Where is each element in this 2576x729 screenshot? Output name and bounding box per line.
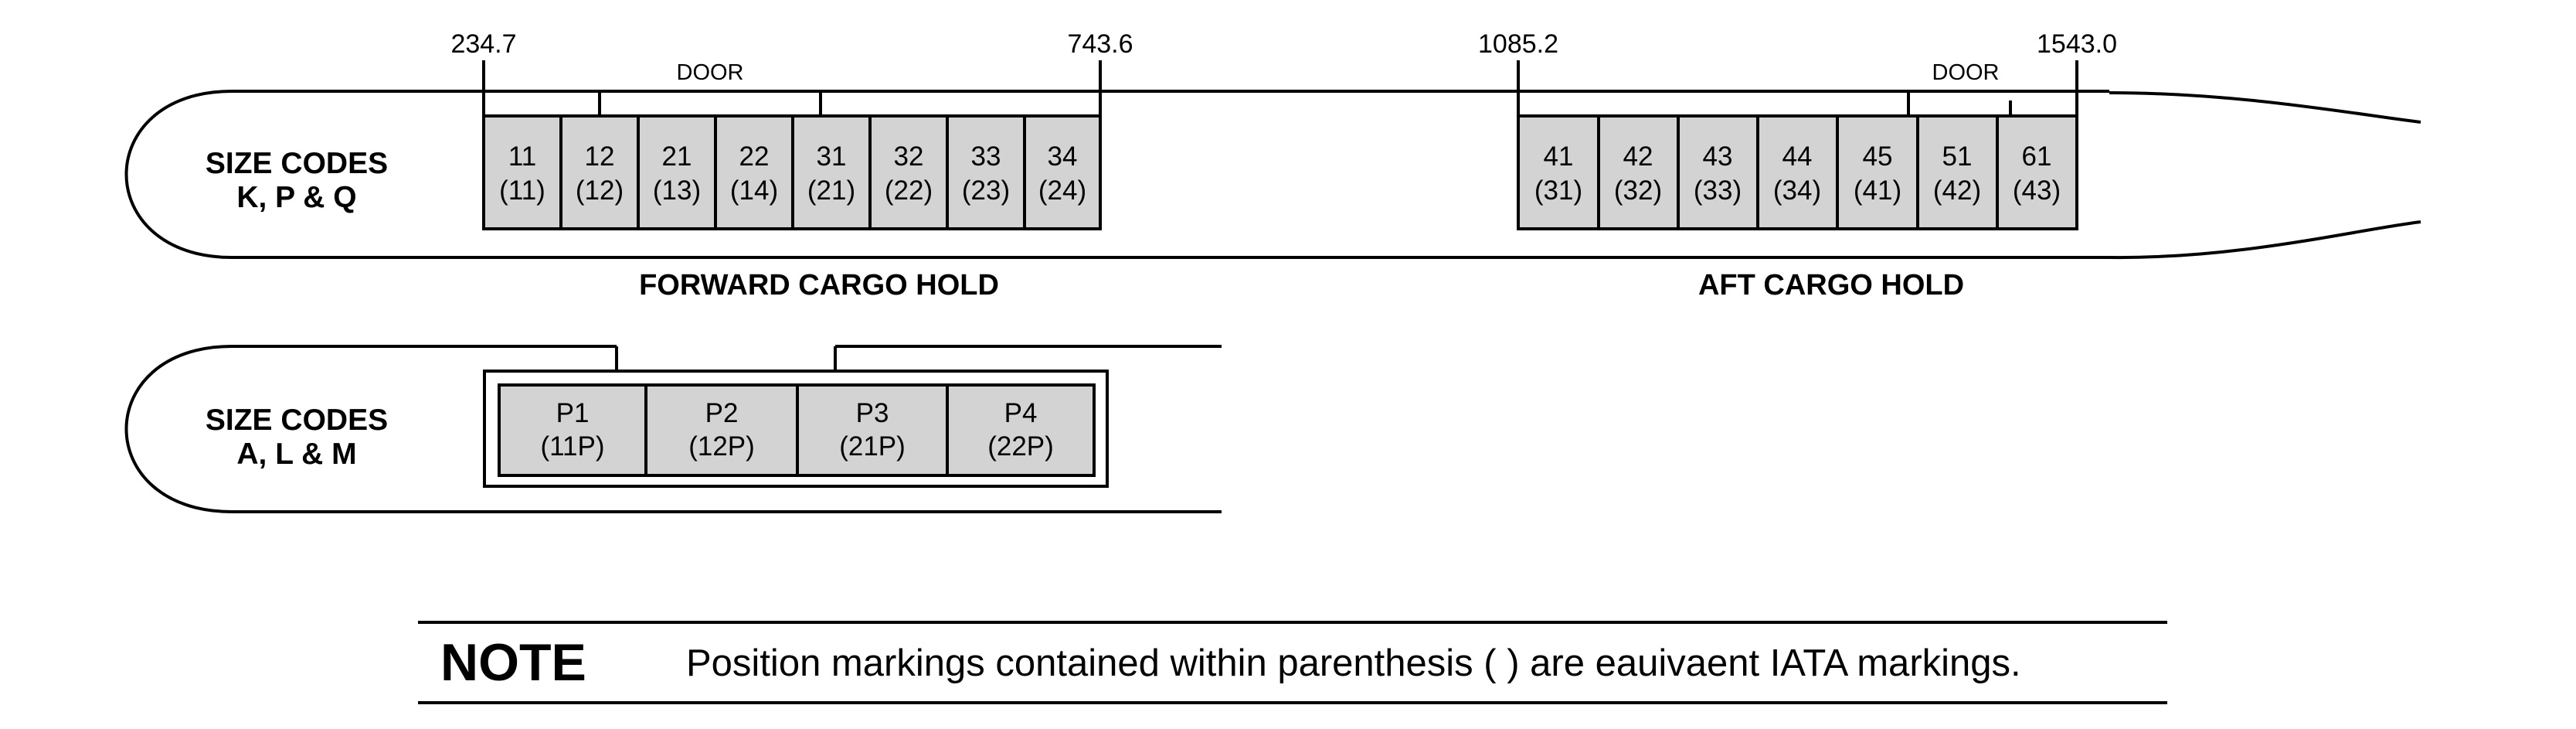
aft-cell xyxy=(1916,114,1999,230)
aft-cell xyxy=(1996,114,2078,230)
pallet-cell-code: P1 xyxy=(556,398,590,428)
aft-cell xyxy=(1677,114,1759,230)
forward-door-label: DOOR xyxy=(677,60,744,85)
forward-hold-label: FORWARD CARGO HOLD xyxy=(639,269,999,301)
pallet-cell xyxy=(644,383,799,477)
forward-cell-labels: 11 (11) 12 (12) 21 (13) 22 (14) 31 (21) … xyxy=(499,141,1086,206)
forward-cell-iata: (11) xyxy=(499,175,545,206)
upper-fuselage-tail-top xyxy=(2109,91,2421,124)
upper-fuselage xyxy=(124,90,2421,260)
forward-cell-iata: (13) xyxy=(653,175,701,206)
pallet-cell xyxy=(946,383,1096,477)
forward-hold-cells xyxy=(482,114,1102,230)
aft-hold-label: AFT CARGO HOLD xyxy=(1698,269,1964,301)
aft-cell-iata: (33) xyxy=(1694,175,1742,206)
pallet-outer-frame xyxy=(483,370,1109,488)
station-label: 234.7 xyxy=(450,29,516,59)
forward-cell xyxy=(946,114,1026,230)
upper-size-codes-line2: K, P & Q xyxy=(236,181,356,214)
aft-cell-iata: (42) xyxy=(1933,175,1981,206)
station-label: 1543.0 xyxy=(2037,29,2117,59)
aft-cell xyxy=(1517,114,1600,230)
forward-cell-code: 33 xyxy=(971,141,1001,172)
aft-cell-code: 43 xyxy=(1703,141,1733,172)
pallet-cell-iata: (11P) xyxy=(541,431,605,462)
pallet-cell-iata: (22P) xyxy=(987,431,1054,462)
aft-cell xyxy=(1836,114,1919,230)
forward-cell-code: 32 xyxy=(894,141,924,172)
forward-cell xyxy=(1023,114,1102,230)
forward-cell-code: 12 xyxy=(585,141,615,172)
aft-cell-code: 42 xyxy=(1623,141,1653,172)
forward-cell-code: 21 xyxy=(662,141,692,172)
forward-cell-code: 11 xyxy=(508,141,536,172)
pallet-cell-code: P3 xyxy=(856,398,889,428)
aft-cell-iata: (34) xyxy=(1773,175,1821,206)
aft-cell-code: 51 xyxy=(1942,141,1973,172)
forward-cell xyxy=(637,114,717,230)
lower-size-codes-line2: A, L & M xyxy=(236,438,356,471)
aft-door-label: DOOR xyxy=(1932,60,2000,85)
note-bottom-rule xyxy=(418,701,2167,704)
forward-cell-code: 31 xyxy=(817,141,847,172)
aft-cell-code: 61 xyxy=(2022,141,2052,172)
aft-cell-code: 45 xyxy=(1863,141,1893,172)
lower-fuselage xyxy=(124,345,1222,513)
aft-cell-iata: (41) xyxy=(1854,175,1901,206)
forward-cell-code: 22 xyxy=(739,141,770,172)
upper-fuselage-nose xyxy=(124,90,2421,260)
lower-size-codes-line1: SIZE CODES xyxy=(206,404,388,437)
aft-cell-iata: (32) xyxy=(1614,175,1662,206)
aft-cell xyxy=(1756,114,1839,230)
forward-cell-code: 34 xyxy=(1048,141,1078,172)
aft-cell xyxy=(1597,114,1680,230)
forward-cell-iata: (22) xyxy=(885,175,933,206)
pallet-cell-iata: (21P) xyxy=(839,431,906,462)
forward-cell-iata: (21) xyxy=(807,175,855,206)
lower-door-notch xyxy=(615,346,837,373)
upper-size-codes-line1: SIZE CODES xyxy=(206,147,388,180)
station-ticks xyxy=(482,60,2078,116)
pallet-cell-iata: (12P) xyxy=(688,431,755,462)
forward-cell xyxy=(482,114,562,230)
lower-fuselage-nose xyxy=(124,345,1222,513)
forward-cell xyxy=(868,114,949,230)
forward-cell-iata: (12) xyxy=(576,175,624,206)
station-label: 743.6 xyxy=(1067,29,1133,59)
forward-cell xyxy=(791,114,872,230)
note-text: Position markings contained within paren… xyxy=(686,642,2021,684)
pallet-cell-code: P4 xyxy=(1004,398,1038,428)
pallet-cell-labels: P1 (11P) P2 (12P) P3 (21P) P4 (22P) xyxy=(541,398,1054,462)
note-label: NOTE xyxy=(440,633,586,692)
aft-cell-code: 41 xyxy=(1544,141,1574,172)
forward-cell-iata: (24) xyxy=(1038,175,1086,206)
aft-cell-iata: (31) xyxy=(1534,175,1582,206)
pallet-cell xyxy=(796,383,949,477)
forward-cell-iata: (14) xyxy=(730,175,778,206)
station-label: 1085.2 xyxy=(1478,29,1558,59)
note-top-rule xyxy=(418,621,2167,624)
pallet-cell-code: P2 xyxy=(705,398,739,428)
aft-cell-labels: 41 (31) 42 (32) 43 (33) 44 (34) 45 (41) … xyxy=(1534,141,2061,206)
pallet-cells xyxy=(498,383,1096,477)
forward-cell-iata: (23) xyxy=(962,175,1010,206)
forward-cell xyxy=(559,114,640,230)
aft-cell-iata: (43) xyxy=(2013,175,2061,206)
forward-cell xyxy=(714,114,794,230)
aft-hold-cells xyxy=(1517,114,2078,230)
aft-cell-code: 44 xyxy=(1782,141,1813,172)
